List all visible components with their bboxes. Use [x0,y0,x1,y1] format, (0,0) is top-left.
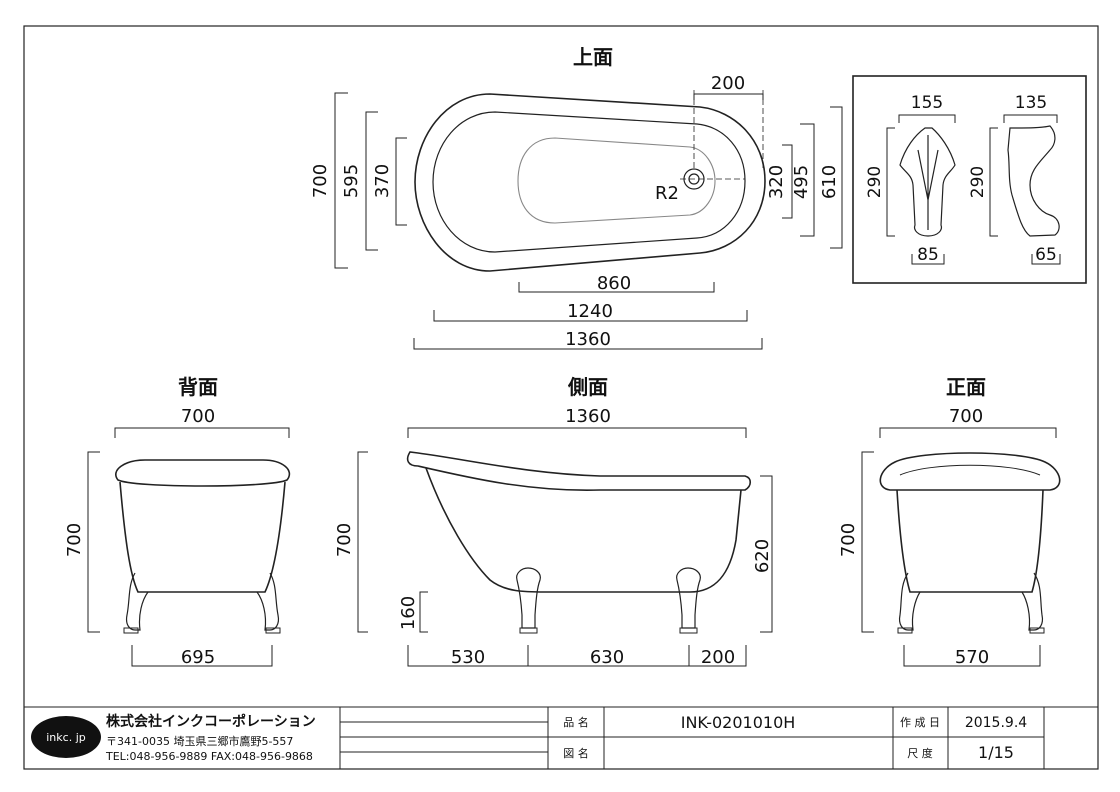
dim-side-body-height: 620 [752,539,773,573]
side-view: 側面 1360 700 620 160 530 630 200 [334,375,773,668]
dim-side-seg-right: 200 [701,647,735,668]
dim-front-foot-span: 570 [955,647,989,668]
front-foot-right-icon [1021,572,1044,631]
date-value: 2015.9.4 [965,715,1027,731]
title-block-frame [23,706,1099,770]
dim-top-height-rim: 595 [341,164,362,198]
front-view: 正面 700 700 570 [838,375,1061,668]
back-body [119,481,286,593]
dim-drain-offset: 200 [711,73,745,94]
dim-front-height: 700 [838,523,859,557]
company-logo [31,716,101,758]
foot-detail-frame [852,75,1087,284]
scale-label: 尺 度 [907,746,933,760]
dim-front-width: 700 [949,406,983,427]
dim-top-inner-length: 1240 [567,301,613,322]
back-rim [115,459,291,487]
dim-drain-radius: R2 [655,183,679,204]
product-value: INK-0201010H [681,713,796,732]
dim-top-right-outer: 610 [819,165,840,199]
side-body [425,467,742,593]
foot-detail: 155 290 85 135 290 65 [852,75,1087,284]
dim-foot-side-base: 65 [1035,245,1057,265]
foot-front-icon [899,127,956,237]
back-foot-right-icon [256,572,280,631]
dim-top-height-outer: 700 [310,164,331,198]
front-foot-left-icon [898,572,921,631]
front-body [896,489,1044,593]
company-address: 〒341-0035 埼玉県三郷市鷹野5-557 [106,734,293,748]
dim-foot-front-width: 155 [911,93,943,113]
back-foot-left-icon [125,572,149,631]
company-name: 株式会社インクコーポレーション [106,713,316,730]
dim-foot-front-height: 290 [865,166,885,198]
top-basin [517,137,716,224]
dim-side-length: 1360 [565,406,611,427]
side-view-title: 側面 [567,375,608,399]
title-block: inkc. jp 株式会社インクコーポレーション 〒341-0035 埼玉県三郷… [23,706,1099,770]
side-foot-right-icon [676,567,701,629]
dim-back-width: 700 [181,406,215,427]
dim-top-height-basin: 370 [372,164,393,198]
dim-top-right-basin: 320 [766,165,787,199]
front-rim [879,452,1061,491]
back-view: 背面 700 700 695 [64,375,291,668]
front-view-title: 正面 [946,375,986,399]
side-rim [406,451,752,491]
foot-side-icon [1007,125,1060,237]
company-contact: TEL:048-956-9889 FAX:048-956-9868 [105,750,313,763]
dim-side-height: 700 [334,523,355,557]
dim-foot-side-height: 290 [968,166,988,198]
dim-side-seg-left: 530 [451,647,485,668]
top-outer-rim [414,93,766,272]
dim-back-foot-span: 695 [181,647,215,668]
side-foot-left-icon [516,567,541,629]
dim-top-overall-length: 1360 [565,329,611,350]
dim-back-height: 700 [64,523,85,557]
top-view-title: 上面 [573,45,613,69]
back-view-title: 背面 [178,375,218,399]
dim-foot-front-base: 85 [917,245,939,265]
scale-value: 1/15 [978,743,1014,762]
product-label: 品 名 [563,715,589,729]
top-view: 上面 200 R2 700 595 370 320 495 610 860 [310,45,843,350]
drawing-label: 図 名 [563,746,589,760]
company-logo-text: inkc. jp [46,731,85,744]
dim-side-seg-mid: 630 [590,647,624,668]
top-inner-rim [432,111,746,253]
dim-top-basin-length: 860 [597,273,631,294]
dim-top-right-rim: 495 [791,165,812,199]
front-rim-inner [899,464,1041,476]
dim-foot-side-width: 135 [1015,93,1047,113]
dim-side-leg-height: 160 [398,596,419,630]
date-label: 作 成 日 [900,716,940,729]
